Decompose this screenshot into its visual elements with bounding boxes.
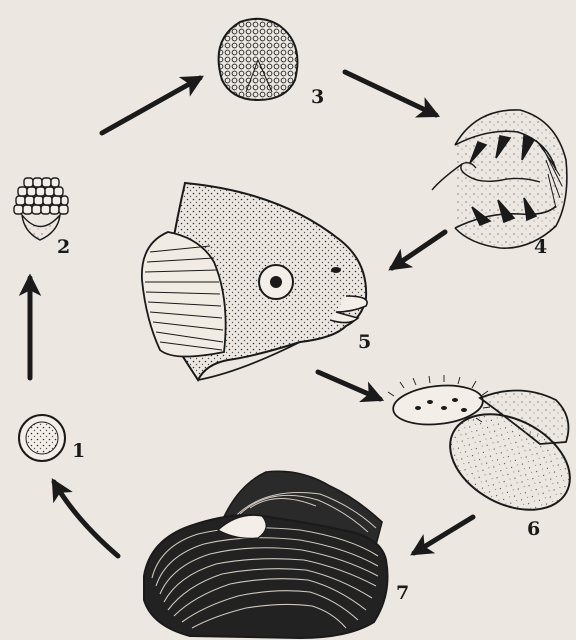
blastula-illustration xyxy=(219,19,298,100)
arrow-5-to-6 xyxy=(318,372,380,399)
stage-label-3: 3 xyxy=(311,88,324,107)
stage-label-4: 4 xyxy=(534,238,547,257)
stage-label-6: 6 xyxy=(527,520,540,539)
arrow-4-to-5 xyxy=(392,232,445,268)
stage-label-2: 2 xyxy=(57,238,70,257)
stage-label-7: 7 xyxy=(396,584,409,603)
stage-label-5: 5 xyxy=(358,333,371,352)
egg-illustration xyxy=(19,415,65,461)
early-embryo-illustration xyxy=(14,178,68,240)
arrow-7-to-1 xyxy=(54,482,118,556)
fish-head-illustration xyxy=(142,183,367,380)
juvenile-mussel-illustration xyxy=(388,375,576,529)
arrow-2-to-3 xyxy=(102,78,200,133)
arrow-3-to-4 xyxy=(345,72,436,115)
glochidium-illustration xyxy=(432,110,567,248)
stage-label-1: 1 xyxy=(72,442,85,461)
adult-mussel-illustration xyxy=(144,471,388,638)
arrow-6-to-7 xyxy=(414,517,473,553)
